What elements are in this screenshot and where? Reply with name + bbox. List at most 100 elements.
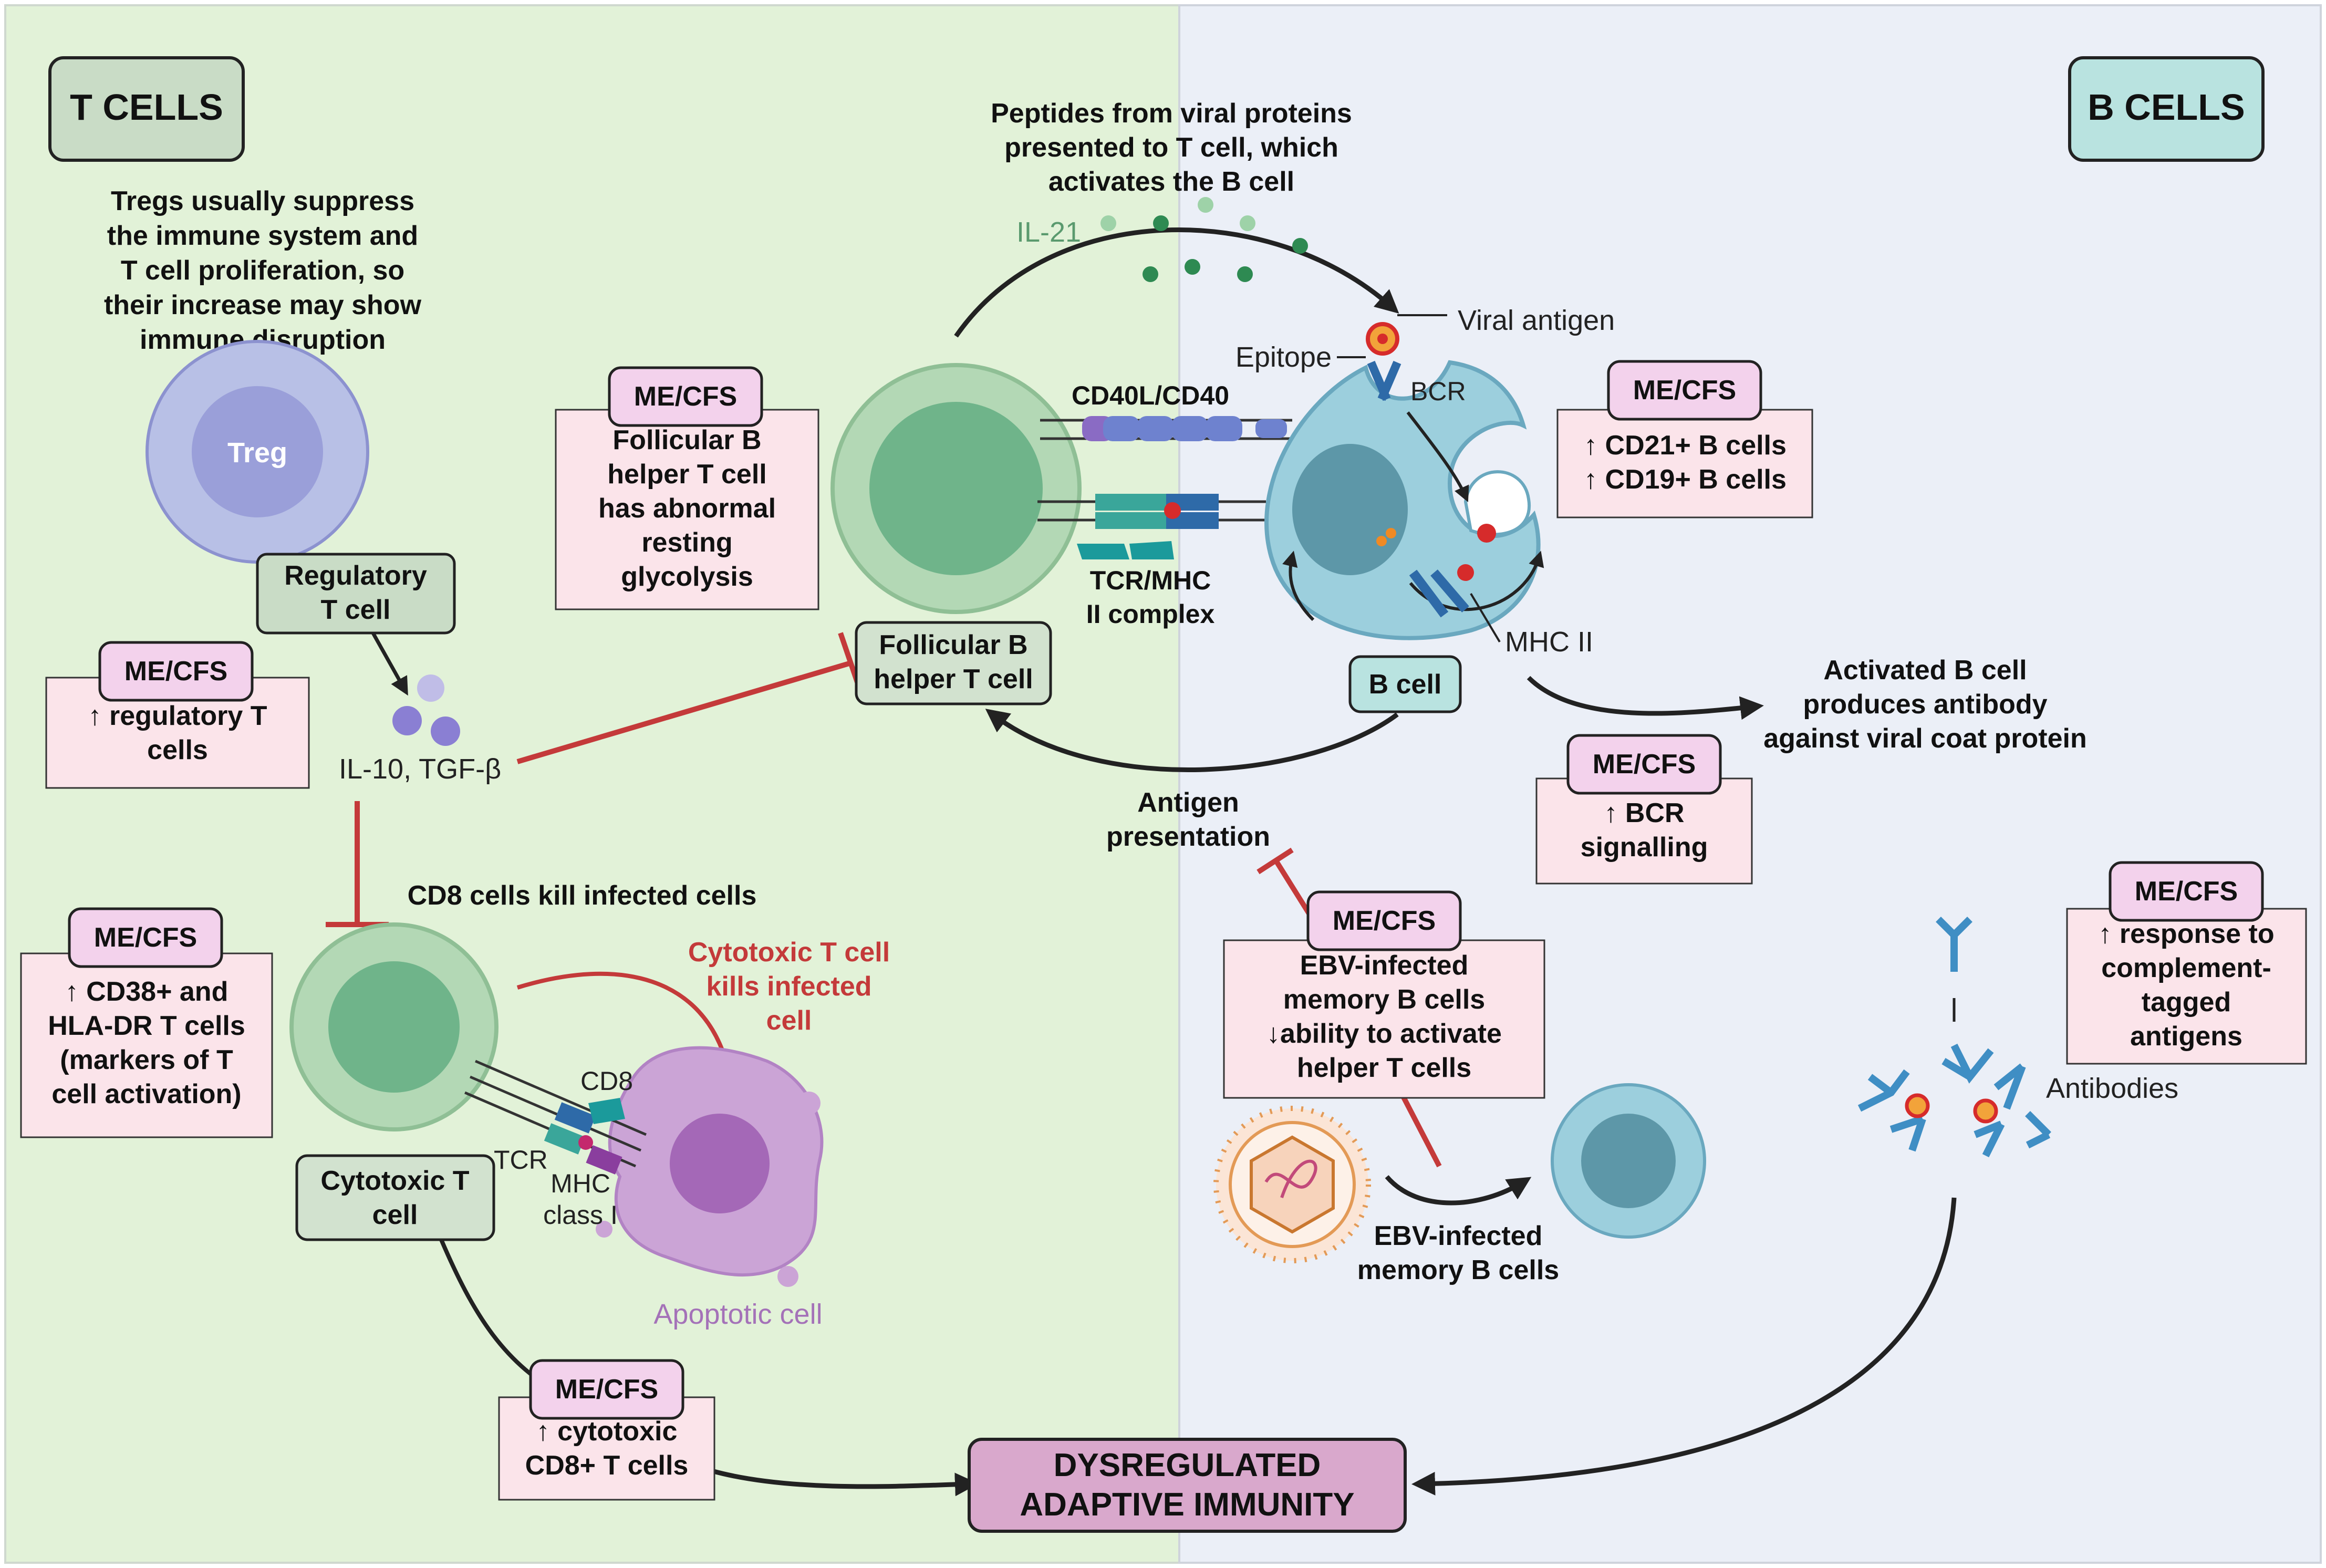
ebv-memory-b-label: EBV-infected memory B cells — [1357, 1221, 1559, 1285]
activated-b-line: Activated B cell — [1823, 655, 2027, 686]
cd40-receptor — [1040, 416, 1292, 441]
apoptotic-label: Apoptotic cell — [653, 1299, 822, 1330]
mecfs-line: ↑ CD38+ and — [65, 977, 229, 1007]
mecfs-tag: ME/CFS — [1333, 906, 1436, 936]
activated-b-line: against viral coat protein — [1763, 723, 2087, 754]
cytokine-dots — [392, 674, 460, 746]
cytokines-label: IL-10, TGF-β — [339, 753, 501, 785]
mecfs-line: has abnormal — [598, 493, 776, 524]
cd40-label: CD40L/CD40 — [1072, 381, 1229, 410]
mhc2-pointer — [1470, 593, 1501, 643]
cytotoxic-t-box: Cytotoxic T cell — [295, 1154, 495, 1241]
mecfs-line: resting — [641, 527, 732, 558]
treg-note: Tregs usually suppress the immune system… — [104, 186, 422, 355]
mecfs-tag: ME/CFS — [94, 922, 197, 953]
mecfs-line: ↑ response to — [2098, 919, 2274, 949]
b-cell-box: B cell — [1348, 655, 1462, 713]
mecfs-tag: ME/CFS — [634, 381, 737, 412]
cytotoxic-t-label: cell — [372, 1200, 418, 1230]
mecfs-regulatory-t: ↑ regulatory T cells ME/CFS — [45, 641, 310, 789]
ctl-receptor — [464, 1060, 647, 1175]
b-cells-header-text: B CELLS — [2088, 87, 2245, 128]
ebv-virus-icon — [1213, 1106, 1371, 1263]
mecfs-line: ↑ BCR — [1604, 798, 1684, 828]
mecfs-line: ↑ regulatory T — [88, 701, 267, 731]
top-note-line: presented to T cell, which — [1004, 132, 1338, 163]
mecfs-ebv-memory-b: EBV-infected memory B cells ↓ability to … — [1223, 890, 1545, 1099]
regulatory-t-cell-box: Regulatory T cell — [256, 553, 456, 635]
cd8-label: CD8 — [580, 1066, 633, 1096]
mecfs-tag: ME/CFS — [555, 1374, 658, 1405]
mhc1-label-line: class I — [543, 1200, 618, 1230]
tcr-mhc-label-line: TCR/MHC — [1090, 566, 1211, 595]
mecfs-line: cells — [147, 735, 208, 765]
tcr-mhc-label: TCR/MHC II complex — [1086, 566, 1215, 629]
bcell-activation-arrow — [1527, 676, 1764, 720]
mecfs-line: HLA-DR T cells — [48, 1011, 245, 1041]
tcr-mhc-label-line: II complex — [1086, 599, 1215, 629]
treg-note-line: Tregs usually suppress — [111, 186, 414, 216]
mecfs-line: ↑ CD19+ B cells — [1584, 464, 1787, 495]
treg-note-line: T cell proliferation, so — [121, 255, 404, 286]
b-cell-shape — [1264, 360, 1544, 640]
dysregulated-immunity-line: ADAPTIVE IMMUNITY — [1020, 1487, 1354, 1523]
top-note-line: Peptides from viral proteins — [991, 98, 1352, 129]
b-cell-label: B cell — [1369, 669, 1442, 700]
treg-note-line: their increase may show — [104, 290, 422, 320]
regulatory-t-cell-label: T cell — [321, 595, 391, 625]
follicular-b-helper-label: Follicular B — [879, 630, 1027, 660]
cytotoxic-t-label: Cytotoxic T — [320, 1166, 469, 1196]
ebv-infection-arrow — [1385, 1175, 1532, 1206]
ebv-memory-b-line: EBV-infected — [1374, 1221, 1543, 1251]
mecfs-tag: ME/CFS — [1633, 375, 1736, 406]
mecfs-tfh-glycolysis: Follicular B helper T cell has abnormal … — [555, 366, 819, 610]
ebv-memory-b-line: memory B cells — [1357, 1255, 1559, 1285]
viral-antigen-icon — [1366, 322, 1399, 356]
mecfs-line: complement- — [2101, 953, 2271, 983]
mecfs-line: EBV-infected — [1300, 950, 1469, 981]
tfh-cell — [830, 363, 1082, 614]
apoptotic-cell — [596, 1046, 824, 1287]
viral-antigen-label: Viral antigen — [1458, 305, 1615, 336]
mecfs-line: tagged — [2142, 987, 2231, 1017]
follicular-b-helper-box: Follicular B helper T cell — [855, 621, 1052, 705]
mecfs-line: ↑ CD21+ B cells — [1584, 430, 1787, 461]
treg-note-line: the immune system and — [107, 221, 418, 251]
mecfs-line: ↓ability to activate — [1266, 1019, 1502, 1049]
mecfs-tag: ME/CFS — [124, 656, 227, 687]
ctl-kill-arrow — [516, 971, 735, 1075]
antibodies-icon — [1857, 917, 2051, 1158]
dysregulated-immunity-line: DYSREGULATED — [1054, 1447, 1321, 1483]
mhc1-label-line: MHC — [551, 1169, 610, 1198]
ctl-kill-note-line: cell — [766, 1005, 812, 1036]
il21-label: IL-21 — [1016, 216, 1081, 248]
dysregulated-immunity-box: DYSREGULATED ADAPTIVE IMMUNITY — [968, 1438, 1407, 1533]
mecfs-line: signalling — [1581, 832, 1708, 863]
mecfs-line: glycolysis — [621, 562, 753, 592]
cd8-heading: CD8 cells kill infected cells — [408, 880, 757, 911]
activated-b-note: Activated B cell produces antibody again… — [1763, 655, 2087, 754]
mecfs-tag: ME/CFS — [1593, 749, 1696, 780]
t-cells-header: T CELLS — [48, 56, 245, 162]
tcr-mhc2-receptor — [1037, 494, 1266, 559]
mecfs-line: CD8+ T cells — [525, 1450, 689, 1481]
mecfs-line: cell activation) — [51, 1079, 241, 1109]
top-note: Peptides from viral proteins presented t… — [991, 98, 1352, 197]
ctl-kill-note-line: Cytotoxic T cell — [688, 937, 890, 968]
cytotoxic-t-cell — [289, 922, 499, 1131]
top-note-line: activates the B cell — [1048, 167, 1294, 197]
treg-cell-label: Treg — [227, 437, 287, 469]
epitope-label: Epitope — [1235, 341, 1332, 373]
mecfs-line: memory B cells — [1283, 984, 1485, 1015]
mhc2-label: MHC II — [1505, 626, 1593, 658]
mecfs-to-outcome-arrow — [711, 1468, 979, 1497]
ctl-kill-note-line: kills infected — [707, 971, 872, 1002]
mecfs-line: antigens — [2130, 1021, 2242, 1052]
t-cells-header-text: T CELLS — [70, 87, 223, 128]
mecfs-line: ↑ cytotoxic — [536, 1416, 678, 1447]
b-cells-header: B CELLS — [2068, 56, 2265, 162]
mecfs-cd21-cd19: ↑ CD21+ B cells ↑ CD19+ B cells ME/CFS — [1556, 360, 1813, 518]
antibodies-label: Antibodies — [2046, 1073, 2178, 1104]
antigen-presentation-arrow — [985, 709, 1399, 773]
mecfs-cytotoxic-cd8: ↑ cytotoxic CD8+ T cells ME/CFS — [498, 1359, 715, 1501]
